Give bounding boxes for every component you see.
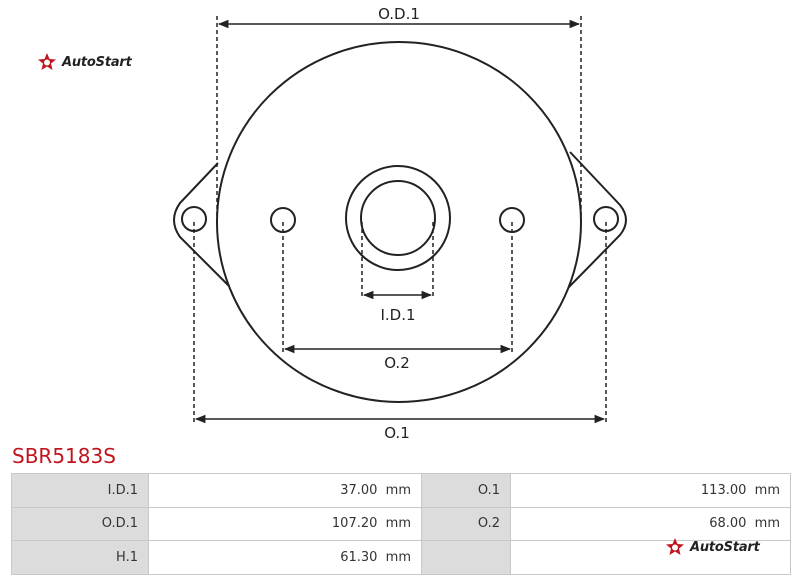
left-mounting-ear xyxy=(173,162,231,288)
spec-value xyxy=(510,540,791,575)
hole-ear-left xyxy=(181,206,207,232)
spec-label: O.1 xyxy=(421,473,511,508)
logo-star-icon xyxy=(666,538,684,555)
table-row: H.1 61.30 mm xyxy=(11,540,791,575)
logo-text: AutoStart xyxy=(690,539,760,555)
label-id1: I.D.1 xyxy=(380,306,415,324)
part-number: SBR5183S xyxy=(12,444,116,468)
technical-drawing: O.D.1 I.D.1 O.2 O.1 xyxy=(173,5,627,442)
table-row: I.D.1 37.00 mm O.1 113.00 mm xyxy=(11,473,791,508)
center-bore xyxy=(360,180,436,256)
label-o2: O.2 xyxy=(384,354,410,372)
brand-logo-bottom: AutoStart xyxy=(664,537,760,557)
spec-label xyxy=(421,540,511,575)
spec-value: 107.20 mm xyxy=(148,506,422,542)
hole-ear-right xyxy=(593,206,619,232)
spec-value: 68.00 mm xyxy=(510,506,791,542)
spec-value: 61.30 mm xyxy=(148,540,422,575)
spec-table: I.D.1 37.00 mm O.1 113.00 mm O.D.1 107.2… xyxy=(11,473,791,575)
spec-label: O.D.1 xyxy=(11,506,149,542)
logo-text: AutoStart xyxy=(62,54,132,70)
label-o1: O.1 xyxy=(384,424,410,442)
spec-label: H.1 xyxy=(11,540,149,575)
spec-label: O.2 xyxy=(421,506,511,542)
spec-label: I.D.1 xyxy=(11,473,149,508)
spec-value: 113.00 mm xyxy=(510,473,791,508)
spec-value: 37.00 mm xyxy=(148,473,422,508)
right-mounting-ear xyxy=(567,151,627,289)
table-row: O.D.1 107.20 mm O.2 68.00 mm xyxy=(11,506,791,542)
label-od1: O.D.1 xyxy=(378,5,420,23)
brand-logo-top: AutoStart xyxy=(36,52,132,72)
logo-star-icon xyxy=(38,53,56,70)
center-boss-outer xyxy=(345,165,451,271)
